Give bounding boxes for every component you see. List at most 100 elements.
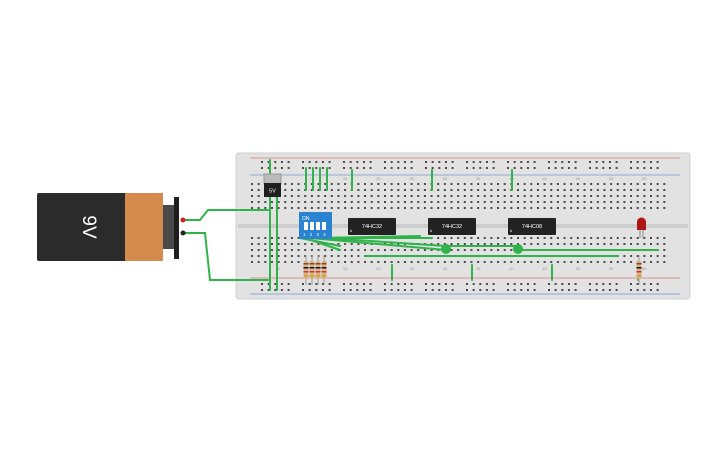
breadboard-hole[interactable] <box>663 189 666 191</box>
breadboard-hole[interactable] <box>550 201 553 203</box>
breadboard-hole[interactable] <box>390 289 393 291</box>
breadboard-hole[interactable] <box>503 207 506 209</box>
breadboard-hole[interactable] <box>343 167 345 169</box>
breadboard-hole[interactable] <box>603 243 606 245</box>
breadboard-hole[interactable] <box>270 261 273 263</box>
breadboard-hole[interactable] <box>315 167 318 169</box>
breadboard-hole[interactable] <box>362 289 365 291</box>
breadboard-hole[interactable] <box>337 189 340 191</box>
breadboard-hole[interactable] <box>438 167 441 169</box>
breadboard-hole[interactable] <box>297 189 300 191</box>
breadboard-hole[interactable] <box>357 189 360 191</box>
breadboard-hole[interactable] <box>357 195 360 197</box>
breadboard-hole[interactable] <box>390 249 393 251</box>
breadboard-hole[interactable] <box>477 243 480 245</box>
breadboard-hole[interactable] <box>543 243 546 245</box>
breadboard-hole[interactable] <box>280 167 283 169</box>
breadboard-hole[interactable] <box>636 283 639 285</box>
breadboard-hole[interactable] <box>530 261 533 263</box>
breadboard-hole[interactable] <box>574 161 577 163</box>
breadboard-hole[interactable] <box>403 261 406 263</box>
breadboard-hole[interactable] <box>425 283 427 285</box>
breadboard-hole[interactable] <box>343 161 345 163</box>
breadboard-hole[interactable] <box>497 189 500 191</box>
breadboard-hole[interactable] <box>290 201 293 203</box>
breadboard-hole[interactable] <box>503 195 506 197</box>
breadboard-hole[interactable] <box>364 183 367 185</box>
breadboard-hole[interactable] <box>297 201 300 203</box>
breadboard-hole[interactable] <box>556 183 559 185</box>
breadboard-hole[interactable] <box>277 243 280 245</box>
breadboard-hole[interactable] <box>663 249 666 251</box>
breadboard-hole[interactable] <box>561 289 564 291</box>
breadboard-hole[interactable] <box>310 207 313 209</box>
breadboard-hole[interactable] <box>310 189 313 191</box>
breadboard-hole[interactable] <box>485 161 488 163</box>
breadboard-hole[interactable] <box>423 201 426 203</box>
breadboard-hole[interactable] <box>364 207 367 209</box>
breadboard-hole[interactable] <box>650 201 652 203</box>
breadboard-hole[interactable] <box>384 189 386 191</box>
breadboard-hole[interactable] <box>443 207 446 209</box>
breadboard-hole[interactable] <box>643 167 646 169</box>
breadboard-hole[interactable] <box>377 195 380 197</box>
breadboard-hole[interactable] <box>630 283 632 285</box>
breadboard-hole[interactable] <box>485 167 488 169</box>
breadboard-hole[interactable] <box>321 161 324 163</box>
breadboard-hole[interactable] <box>369 161 372 163</box>
resistor[interactable] <box>315 255 321 285</box>
breadboard-hole[interactable] <box>517 183 519 185</box>
breadboard-hole[interactable] <box>663 261 666 263</box>
breadboard-hole[interactable] <box>451 161 454 163</box>
breadboard-hole[interactable] <box>315 283 318 285</box>
breadboard-hole[interactable] <box>284 195 287 197</box>
breadboard-hole[interactable] <box>643 183 646 185</box>
breadboard-hole[interactable] <box>410 201 413 203</box>
breadboard-hole[interactable] <box>483 207 486 209</box>
breadboard-hole[interactable] <box>656 237 659 239</box>
breadboard-hole[interactable] <box>483 243 486 245</box>
breadboard-hole[interactable] <box>603 261 606 263</box>
breadboard-hole[interactable] <box>610 207 613 209</box>
breadboard-hole[interactable] <box>472 161 475 163</box>
breadboard-hole[interactable] <box>337 243 340 245</box>
breadboard-hole[interactable] <box>370 183 373 185</box>
breadboard-hole[interactable] <box>630 207 633 209</box>
breadboard-hole[interactable] <box>602 167 605 169</box>
breadboard-hole[interactable] <box>463 189 466 191</box>
breadboard-hole[interactable] <box>450 243 453 245</box>
breadboard-hole[interactable] <box>492 161 495 163</box>
breadboard-hole[interactable] <box>444 161 447 163</box>
breadboard-hole[interactable] <box>310 201 313 203</box>
breadboard-hole[interactable] <box>615 289 618 291</box>
breadboard-hole[interactable] <box>437 243 440 245</box>
breadboard-hole[interactable] <box>450 207 453 209</box>
breadboard-hole[interactable] <box>384 289 386 291</box>
breadboard-hole[interactable] <box>583 183 586 185</box>
breadboard-hole[interactable] <box>656 261 659 263</box>
breadboard-hole[interactable] <box>483 189 486 191</box>
breadboard-hole[interactable] <box>477 201 480 203</box>
breadboard-hole[interactable] <box>344 243 347 245</box>
breadboard-hole[interactable] <box>430 243 433 245</box>
breadboard-hole[interactable] <box>410 189 413 191</box>
breadboard-hole[interactable] <box>315 161 318 163</box>
breadboard-hole[interactable] <box>507 283 509 285</box>
breadboard-hole[interactable] <box>284 243 287 245</box>
breadboard-hole[interactable] <box>466 167 468 169</box>
breadboard-hole[interactable] <box>337 183 340 185</box>
breadboard-hole[interactable] <box>470 189 473 191</box>
breadboard-hole[interactable] <box>583 189 586 191</box>
breadboard-hole[interactable] <box>251 183 253 185</box>
breadboard-hole[interactable] <box>397 167 400 169</box>
breadboard-hole[interactable] <box>636 183 639 185</box>
breadboard-hole[interactable] <box>583 243 586 245</box>
breadboard-hole[interactable] <box>397 195 400 197</box>
breadboard-hole[interactable] <box>350 195 353 197</box>
breadboard-hole[interactable] <box>536 183 539 185</box>
breadboard-hole[interactable] <box>497 261 500 263</box>
breadboard-hole[interactable] <box>556 195 559 197</box>
breadboard-hole[interactable] <box>437 195 440 197</box>
breadboard-hole[interactable] <box>377 207 380 209</box>
breadboard-hole[interactable] <box>526 289 529 291</box>
